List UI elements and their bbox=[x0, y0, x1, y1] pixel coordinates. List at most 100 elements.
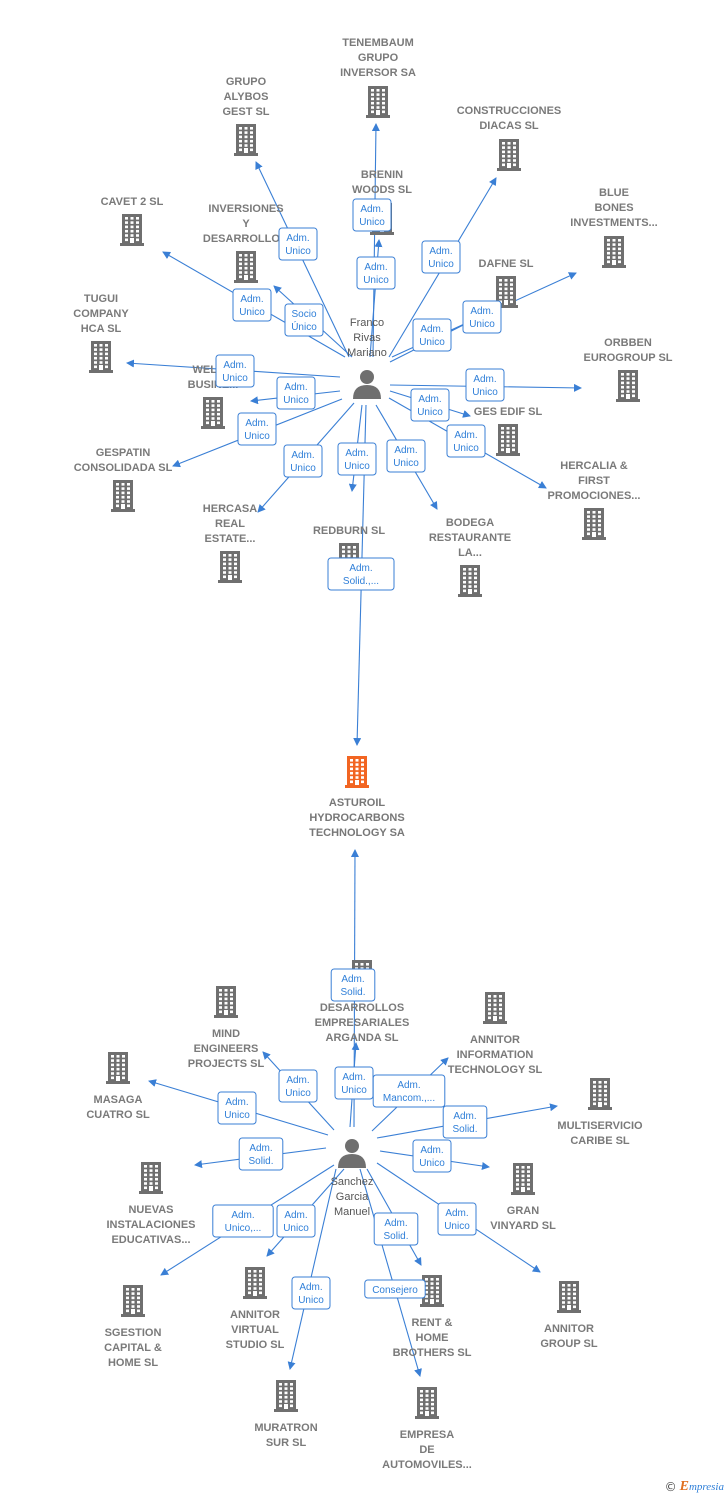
building-icon[interactable] bbox=[588, 1078, 612, 1110]
edge-label-p1-cavet[interactable]: Adm.Unico bbox=[232, 288, 272, 322]
building-icon[interactable] bbox=[415, 1387, 439, 1419]
edge-label-p2-annitorvirtual[interactable]: Adm.Unico bbox=[276, 1204, 316, 1238]
edge-label-p1-brenin[interactable]: Adm.Unico bbox=[356, 256, 396, 290]
edge-label-p1-main[interactable]: Adm.Solid.,... bbox=[327, 557, 395, 591]
edge-label-p1-dafne[interactable]: Adm.Unico bbox=[412, 318, 452, 352]
person-icon[interactable] bbox=[338, 1139, 366, 1168]
building-icon[interactable] bbox=[582, 508, 606, 540]
building-icon[interactable] bbox=[120, 214, 144, 246]
building-icon[interactable] bbox=[234, 124, 258, 156]
building-icon[interactable] bbox=[494, 276, 518, 308]
company-node-dafne[interactable]: DAFNE SL bbox=[479, 258, 534, 308]
building-icon[interactable] bbox=[121, 1285, 145, 1317]
edge-label-p2-masaga[interactable]: Adm.Unico bbox=[217, 1091, 257, 1125]
company-name-line: SGESTION bbox=[105, 1327, 162, 1339]
edge-label-p2-muratron[interactable]: Adm.Unico bbox=[291, 1276, 331, 1310]
building-icon[interactable] bbox=[201, 397, 225, 429]
edge-label-p2-multiservicio[interactable]: Adm.Solid. bbox=[442, 1105, 488, 1139]
company-name-line: SUR SL bbox=[266, 1437, 307, 1449]
edge-label-p1-gesedif[interactable]: Adm.Unico bbox=[410, 388, 450, 422]
building-icon[interactable] bbox=[557, 1281, 581, 1313]
building-icon[interactable] bbox=[106, 1052, 130, 1084]
edge-label-box bbox=[283, 444, 323, 478]
edge-label-p2-mind[interactable]: Adm.Unico bbox=[278, 1069, 318, 1103]
edge-label-p2-annitorgroup[interactable]: Adm.Unico bbox=[437, 1202, 477, 1236]
main-company-name-line: TECHNOLOGY SA bbox=[309, 827, 405, 839]
building-icon[interactable] bbox=[89, 341, 113, 373]
building-icon[interactable] bbox=[366, 86, 390, 118]
building-icon[interactable] bbox=[274, 1380, 298, 1412]
company-node-gesedif[interactable]: GES EDIF SL bbox=[474, 406, 543, 456]
main-building-icon[interactable] bbox=[345, 756, 369, 788]
building-icon[interactable] bbox=[243, 1267, 267, 1299]
edge-label-p2-renthome[interactable]: Adm.Solid. bbox=[373, 1212, 419, 1246]
building-icon[interactable] bbox=[616, 370, 640, 402]
edge-label-p2-empresa[interactable]: Consejero bbox=[364, 1279, 426, 1299]
edge-label-p1-alybos[interactable]: Adm.Unico bbox=[278, 227, 318, 261]
edge-label-p2-desarrollos[interactable]: Adm.Unico bbox=[334, 1066, 374, 1100]
edge-label-p2-sgestion[interactable]: Adm.Unico,... bbox=[212, 1204, 274, 1238]
building-icon[interactable] bbox=[497, 139, 521, 171]
building-icon[interactable] bbox=[511, 1163, 535, 1195]
person-icon[interactable] bbox=[353, 370, 381, 399]
edge-label-p2-granvinyard[interactable]: Adm.Unico bbox=[412, 1139, 452, 1173]
brand-footer[interactable]: © E mpresia bbox=[665, 1478, 724, 1496]
building-icon[interactable] bbox=[420, 1275, 444, 1307]
company-node-cavet[interactable]: CAVET 2 SL bbox=[101, 196, 164, 246]
building-icon[interactable] bbox=[139, 1162, 163, 1194]
edge-label-p1-tugui[interactable]: Adm.Unico bbox=[215, 354, 255, 388]
edge-label-p2-nuevas[interactable]: Adm.Solid. bbox=[238, 1137, 284, 1171]
edge-label-p1-redburn[interactable]: Adm.Unico bbox=[337, 442, 377, 476]
edge-label-p1-bluebones[interactable]: Adm.Unico bbox=[462, 300, 502, 334]
edge-label-p1-tenembaum[interactable]: Adm.Unico bbox=[352, 198, 392, 232]
building-icon[interactable] bbox=[602, 236, 626, 268]
edge-label-p1-orbben[interactable]: Adm.Unico bbox=[465, 368, 505, 402]
edge-label-p1-welco[interactable]: Adm.Unico bbox=[276, 376, 316, 410]
company-name-line: CONSTRUCCIONES bbox=[457, 105, 562, 117]
company-name-line: REAL bbox=[215, 518, 245, 530]
building-icon[interactable] bbox=[458, 565, 482, 597]
building-icon[interactable] bbox=[111, 480, 135, 512]
edge-label-p1-bodega[interactable]: Adm.Unico bbox=[386, 439, 426, 473]
edge-label-p1-diacas[interactable]: Adm.Unico bbox=[421, 240, 461, 274]
edge-label-p2-annitorinfo[interactable]: Adm.Mancom.,... bbox=[372, 1074, 446, 1108]
building-icon[interactable] bbox=[483, 992, 507, 1024]
edge-label-p1-hercasa[interactable]: Adm.Unico bbox=[283, 444, 323, 478]
edge-label-p1-gespatin[interactable]: Adm.Unico bbox=[237, 412, 277, 446]
building-icon[interactable] bbox=[234, 251, 258, 283]
building-icon[interactable] bbox=[214, 986, 238, 1018]
building-icon[interactable] bbox=[496, 424, 520, 456]
edge-label-p1-hercalia[interactable]: Adm.Unico bbox=[446, 424, 486, 458]
building-icon[interactable] bbox=[218, 551, 242, 583]
edge-label-p2-main[interactable]: Adm.Solid. bbox=[330, 968, 376, 1002]
